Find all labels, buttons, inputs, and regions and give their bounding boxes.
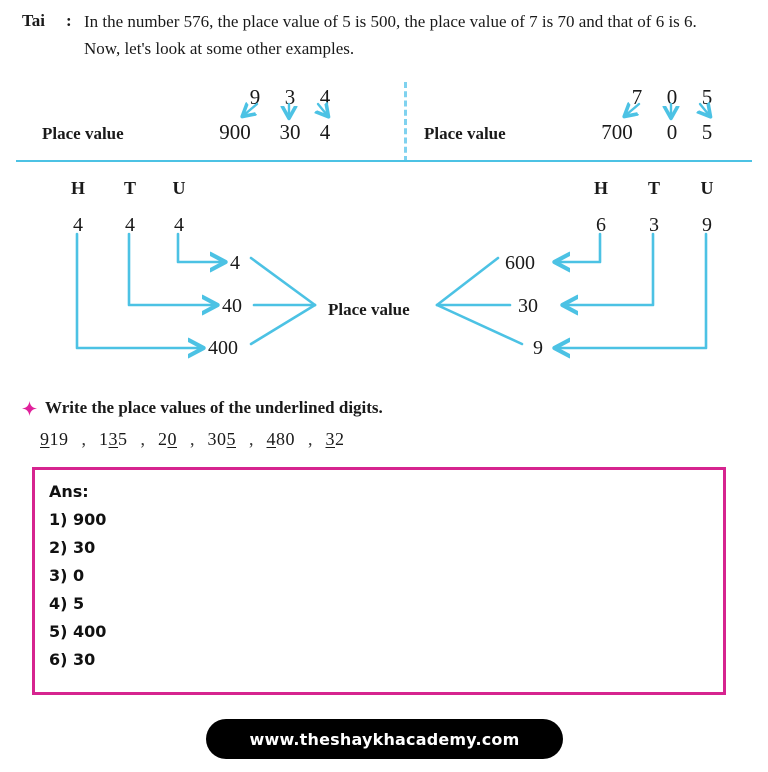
answer-row-1: 1) 900 [49, 510, 107, 529]
answer-title: Ans: [49, 482, 89, 501]
htu-right-digit-t: 3 [649, 214, 659, 236]
number-separator-2: , [140, 429, 146, 449]
answer-box: Ans: 1) 900 2) 30 3) 0 4) 5 5) 400 6) 30 [32, 467, 726, 695]
htu-left-header-t: T [123, 178, 136, 198]
htu-left-value-units: 4 [230, 252, 240, 274]
number-item-4: 305 [208, 429, 237, 450]
htu-right-header-u: U [700, 178, 714, 198]
place-value-label-left: Place value [42, 124, 124, 143]
htu-right-converge-hundreds [435, 256, 500, 307]
htu-diagrams: H T U 4 4 4 4 40 400 Place value H T U 6… [0, 172, 768, 382]
website-url: www.theshaykhacademy.com [249, 729, 520, 749]
number-3-underlined: 0 [167, 429, 177, 449]
number-separator-5: , [308, 429, 313, 449]
number-1-underlined: 9 [40, 429, 50, 449]
number-separator-3: , [190, 429, 195, 449]
htu-left-elbow-hundreds [75, 232, 200, 348]
htu-right-converge-units [435, 303, 524, 346]
htu-left-converge-hundreds [249, 303, 317, 346]
task-instruction-row: Write the place values of the underlined… [22, 398, 742, 418]
htu-left-converge-units [249, 256, 317, 307]
speaker-name: Tai [22, 11, 46, 30]
htu-left-header-u: U [172, 178, 186, 198]
number-4-underlined: 5 [226, 429, 236, 449]
number-item-5: 480 [267, 429, 296, 450]
htu-right-value-units: 9 [533, 337, 543, 359]
htu-left-digit-u: 4 [174, 214, 184, 236]
top-left-arrow-units [318, 104, 327, 115]
htu-right-elbow-tens [566, 232, 655, 305]
number-item-3: 20 [158, 429, 177, 450]
horizontal-rule [16, 160, 752, 162]
number-6-underlined: 3 [325, 429, 335, 449]
htu-connector-arrows [75, 232, 708, 382]
htu-right-header-t: T [647, 178, 660, 198]
task-instruction-text: Write the place values of the underlined… [45, 398, 383, 417]
top-place-value-strip: Place value 9 3 4 900 30 4 Place value 7… [0, 82, 768, 170]
htu-left-digit-h: 4 [73, 214, 83, 236]
answer-row-2: 2) 30 [49, 538, 96, 557]
htu-left-value-tens: 40 [222, 295, 242, 317]
answer-row-4: 4) 5 [49, 594, 85, 613]
htu-right-elbow-units [558, 232, 708, 348]
number-2-underlined: 3 [108, 429, 118, 449]
top-right-digit-tens: 0 [666, 85, 678, 109]
number-5-underlined: 4 [266, 429, 276, 449]
number-6-after: 2 [335, 429, 345, 449]
footer-website-banner[interactable]: www.theshaykhacademy.com [206, 719, 563, 759]
htu-right-elbow-hundreds [558, 232, 602, 262]
answer-row-5: 5) 400 [49, 622, 107, 641]
htu-left-header-h: H [70, 178, 85, 198]
speaker-colon: : [66, 11, 72, 30]
top-left-digit-units: 4 [319, 85, 331, 109]
top-right-value-units: 5 [701, 120, 713, 144]
htu-left-digit-t: 4 [125, 214, 135, 236]
number-1-after: 19 [49, 429, 69, 449]
number-2-after: 5 [118, 429, 128, 449]
htu-right-digit-h: 6 [596, 214, 606, 236]
top-left-digit-hundreds: 9 [249, 85, 261, 109]
top-right-value-hundreds: 700 [601, 120, 633, 144]
place-value-label-right: Place value [424, 124, 506, 143]
task-section: Write the place values of the underlined… [22, 398, 742, 450]
htu-center-place-value-label: Place value [328, 300, 410, 319]
htu-left-value-hundreds: 400 [208, 337, 238, 359]
underlined-numbers-list: 919 , 135 , 20 , 305 , 480 , 32 [22, 429, 742, 450]
top-left-digit-tens: 3 [284, 85, 296, 109]
top-right-digit-units: 5 [701, 85, 713, 109]
htu-left-elbow-units [176, 232, 222, 262]
number-separator-1: , [81, 429, 87, 449]
number-5-after: 80 [276, 429, 295, 449]
number-item-2: 135 [99, 429, 128, 450]
number-4-before: 30 [207, 429, 227, 449]
number-item-1: 919 [40, 429, 69, 450]
top-right-digit-hundreds: 7 [631, 85, 643, 109]
diamond-bullet-icon [22, 400, 37, 416]
top-left-arrow-hundreds [244, 104, 259, 115]
top-left-value-tens: 30 [279, 120, 301, 144]
intro-dialogue: Tai : In the number 576, the place value… [0, 8, 768, 62]
htu-right-header-h: H [593, 178, 608, 198]
intro-text: In the number 576, the place value of 5 … [84, 12, 697, 58]
top-left-value-hundreds: 900 [219, 120, 251, 144]
number-separator-4: , [249, 429, 254, 449]
htu-right-digit-u: 9 [702, 214, 712, 236]
top-right-value-tens: 0 [666, 120, 678, 144]
htu-left-elbow-tens [127, 232, 214, 305]
top-right-arrow-units [700, 104, 709, 115]
number-3-before: 2 [158, 429, 168, 449]
top-right-arrow-hundreds [626, 104, 641, 115]
htu-right-value-tens: 30 [518, 295, 538, 317]
answer-row-3: 3) 0 [49, 566, 85, 585]
top-strip-arrows [0, 82, 768, 170]
number-item-6: 32 [326, 429, 345, 450]
answer-row-6: 6) 30 [49, 650, 96, 669]
vertical-dashed-separator [404, 82, 407, 162]
number-2-before: 1 [99, 429, 109, 449]
top-left-value-units: 4 [319, 120, 331, 144]
htu-right-value-hundreds: 600 [505, 252, 535, 274]
